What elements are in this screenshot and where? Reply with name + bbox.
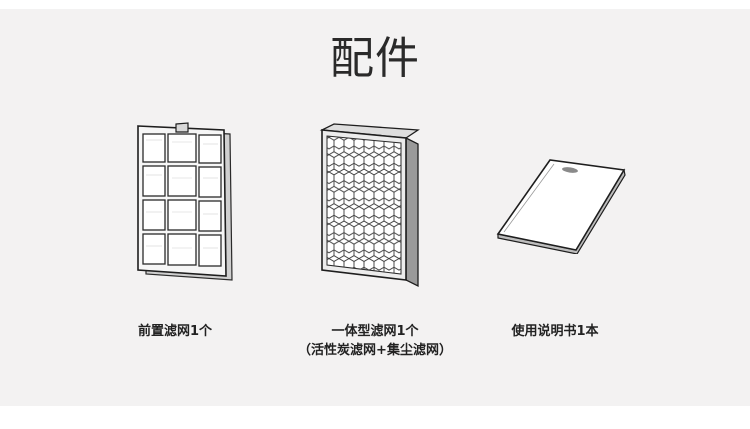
caption-manual: 使用说明书1本 <box>480 322 630 341</box>
manual-book-icon <box>496 159 626 254</box>
pre-filter-icon <box>137 122 233 281</box>
caption-pre-filter: 前置滤网1个 <box>100 322 250 341</box>
caption-integrated-filter: 一体型滤网1个 （活性炭滤网+集尘滤网） <box>270 322 480 360</box>
integrated-filter-icon <box>319 123 420 288</box>
page-title: 配件 <box>330 33 420 84</box>
caption-integrated-filter-line1: 一体型滤网1个 <box>331 324 419 339</box>
caption-integrated-filter-line2: （活性炭滤网+集尘滤网） <box>298 343 452 358</box>
caption-manual-line1: 使用说明书1本 <box>511 324 599 339</box>
caption-pre-filter-line1: 前置滤网1个 <box>137 324 213 339</box>
